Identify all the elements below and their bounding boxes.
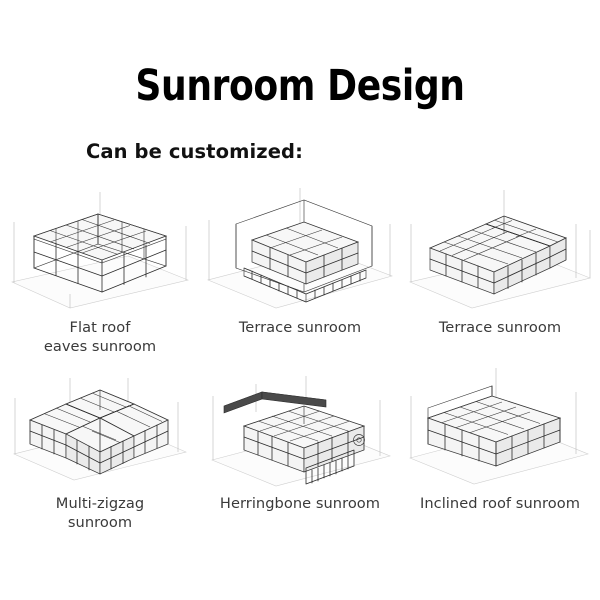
gallery-item-multi-zigzag-sunroom[interactable]: Multi-zigzag sunroom	[0, 362, 200, 532]
flat-roof-eaves-sunroom-drawing	[0, 184, 200, 312]
gallery-item-terrace-sunroom-balcony[interactable]: Terrace sunroom	[200, 184, 400, 362]
gallery-item-label: Multi-zigzag sunroom	[55, 495, 145, 531]
sunroom-type-gallery: Flat roof eaves sunroom	[0, 184, 600, 532]
customization-subtitle: Can be customized:	[86, 140, 304, 163]
gallery-item-herringbone-sunroom[interactable]: Herringbone sunroom	[200, 362, 400, 532]
inclined-roof-sunroom-drawing	[400, 362, 600, 490]
gallery-item-flat-roof-eaves-sunroom[interactable]: Flat roof eaves sunroom	[0, 184, 200, 362]
terrace-sunroom-balcony-drawing	[200, 184, 400, 312]
multi-zigzag-sunroom-drawing	[0, 362, 200, 490]
gallery-item-label: Terrace sunroom	[438, 319, 562, 336]
gallery-row: Multi-zigzag sunroom	[0, 362, 600, 532]
gallery-item-label: Herringbone sunroom	[219, 495, 381, 512]
gallery-row: Flat roof eaves sunroom	[0, 184, 600, 362]
herringbone-sunroom-drawing	[200, 362, 400, 490]
gallery-item-inclined-roof-sunroom[interactable]: Inclined roof sunroom	[400, 362, 600, 532]
page-title: Sunroom Design	[135, 61, 465, 111]
gallery-item-label: Flat roof eaves sunroom	[43, 319, 157, 355]
gallery-item-label: Terrace sunroom	[238, 319, 362, 336]
terrace-sunroom-gable-drawing	[400, 184, 600, 312]
gallery-item-terrace-sunroom-gable[interactable]: Terrace sunroom	[400, 184, 600, 362]
gallery-item-label: Inclined roof sunroom	[419, 495, 581, 512]
